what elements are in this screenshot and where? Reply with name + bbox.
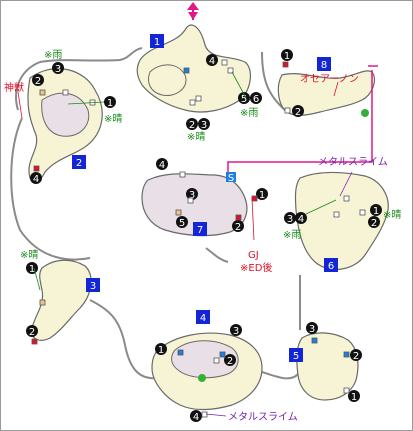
exit-arrow-icon[interactable] — [187, 2, 199, 20]
svg-text:4: 4 — [298, 214, 304, 225]
svg-text:5: 5 — [293, 351, 299, 362]
svg-text:2: 2 — [371, 218, 377, 229]
save-point-icon[interactable] — [198, 109, 369, 382]
svg-text:2: 2 — [353, 351, 359, 362]
ed-label: ※ED後 — [240, 261, 272, 274]
gj-label: GJ — [248, 250, 259, 261]
area-8-land — [277, 70, 375, 116]
svg-text:2: 2 — [35, 76, 41, 87]
warp-icon-label: S — [228, 173, 234, 184]
svg-text:4: 4 — [193, 412, 199, 423]
area-badge-1 — [150, 34, 164, 48]
sunny-label-area6: ※晴 — [383, 208, 401, 221]
area-badge-5 — [289, 348, 303, 362]
annotation-leaders — [33, 71, 337, 291]
svg-text:1: 1 — [284, 51, 290, 62]
svg-text:3: 3 — [309, 324, 315, 335]
area-badge-3 — [86, 278, 100, 292]
svg-text:3: 3 — [201, 120, 207, 131]
svg-text:3: 3 — [189, 190, 195, 201]
metal-label-area6: メタルスライム — [318, 156, 388, 168]
metal-leaders — [205, 171, 353, 417]
svg-text:1: 1 — [107, 98, 113, 109]
corridor-1-8 — [261, 51, 286, 111]
svg-text:6: 6 — [328, 261, 334, 272]
svg-text:3: 3 — [233, 326, 239, 337]
svg-text:2: 2 — [189, 120, 195, 131]
svg-text:2: 2 — [235, 222, 241, 233]
svg-text:1: 1 — [259, 190, 265, 201]
svg-text:3: 3 — [287, 214, 293, 225]
area-4-inner — [171, 340, 239, 379]
metal-label-area4: メタルスライム — [228, 411, 298, 423]
area-1-pocket — [148, 64, 187, 97]
area-badge-4 — [196, 310, 210, 324]
svg-text:1: 1 — [351, 392, 357, 403]
area-6-land — [294, 171, 389, 271]
svg-text:2: 2 — [76, 158, 82, 169]
warp-icon[interactable] — [226, 172, 236, 182]
corridor-2-3 — [10, 117, 91, 261]
svg-text:5: 5 — [241, 94, 247, 105]
warp-connectors — [227, 65, 378, 172]
shinju-label: 神獣 — [4, 81, 24, 94]
svg-text:3: 3 — [55, 64, 61, 75]
svg-text:8: 8 — [321, 60, 327, 71]
annotations: ※雨 ※晴 神獣 ※雨 ※晴 オセアーノン メタルスライム ※雨 ※晴 GJ ※… — [4, 50, 401, 423]
sunny-label-area1: ※晴 — [187, 130, 205, 143]
rain-label-area2: ※雨 — [44, 50, 62, 61]
svg-text:4: 4 — [200, 313, 206, 324]
area-badge-6 — [324, 258, 338, 272]
svg-text:7: 7 — [197, 225, 203, 236]
svg-text:4: 4 — [33, 174, 39, 185]
corridor-7-gj — [205, 247, 229, 263]
area-badge-7 — [193, 222, 207, 236]
area-badges: 1 2 3 4 5 6 7 8 — [72, 34, 338, 362]
red-leaders — [17, 81, 339, 241]
svg-text:2: 2 — [29, 327, 35, 338]
area-badge-8 — [317, 57, 331, 71]
corridor-2-1 — [15, 47, 143, 111]
svg-text:2: 2 — [227, 356, 233, 367]
svg-text:1: 1 — [158, 345, 164, 356]
svg-text:3: 3 — [90, 281, 96, 292]
svg-text:4: 4 — [209, 56, 215, 67]
corridor-3-4 — [89, 299, 159, 380]
svg-text:1: 1 — [29, 264, 35, 275]
area-badge-2 — [72, 155, 86, 169]
svg-text:5: 5 — [179, 218, 185, 229]
svg-text:1: 1 — [154, 37, 160, 48]
rain-label-area6: ※雨 — [283, 230, 301, 241]
svg-text:6: 6 — [253, 94, 259, 105]
osea-label: オセアーノン — [300, 73, 359, 85]
sunny-label-area2: ※晴 — [104, 112, 122, 125]
svg-text:1: 1 — [373, 206, 379, 217]
rain-label-area1: ※雨 — [240, 108, 258, 119]
area-5-land — [296, 332, 359, 401]
corridors — [10, 47, 302, 380]
area-7-land — [141, 173, 248, 237]
sunny-label-area3: ※晴 — [20, 248, 38, 261]
svg-text:4: 4 — [159, 160, 165, 171]
area-3-land — [31, 259, 92, 341]
svg-text:2: 2 — [295, 107, 301, 118]
